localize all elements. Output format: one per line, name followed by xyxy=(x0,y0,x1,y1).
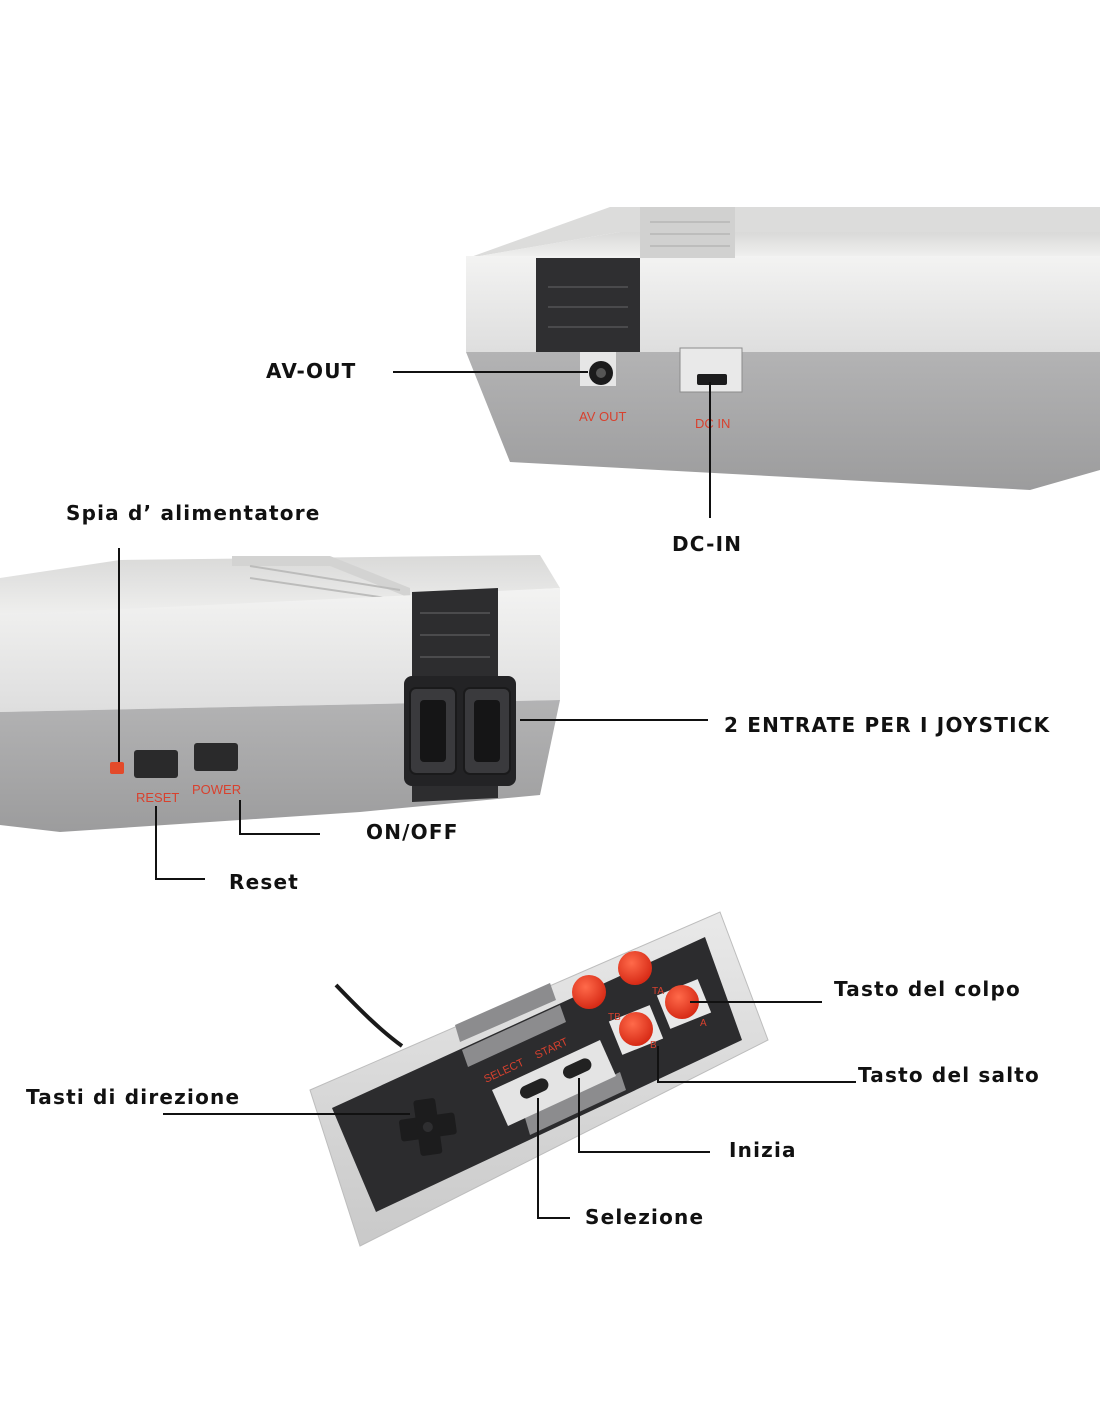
console-rear-dark-stripe xyxy=(536,258,640,352)
select-button xyxy=(520,1078,549,1099)
console-front-top xyxy=(0,555,560,620)
console-rear-grooves xyxy=(640,207,735,258)
print-turbo-b: TB xyxy=(608,1012,621,1023)
print-power: POWER xyxy=(192,782,241,797)
label-av-out: AV-OUT xyxy=(266,359,357,383)
d-pad-center xyxy=(422,1122,433,1133)
joystick-ports xyxy=(404,676,516,786)
console-front-view: RESET POWER xyxy=(0,555,560,832)
print-av-out: AV OUT xyxy=(579,409,626,424)
label-start: Inizia xyxy=(729,1138,797,1162)
controller-stripe xyxy=(455,983,556,1042)
label-reset: Reset xyxy=(229,870,299,894)
a-button xyxy=(665,985,699,1019)
groove-line xyxy=(249,577,401,601)
start-button xyxy=(563,1058,592,1079)
reset-button xyxy=(134,750,178,778)
label-on-off: ON/OFF xyxy=(366,820,459,844)
console-front-stripe-detail-3 xyxy=(420,656,490,658)
turbo-b-button xyxy=(572,975,606,1009)
console-rear-base xyxy=(466,352,1100,490)
av-out-jack-center xyxy=(596,368,606,378)
console-rear-top-panel xyxy=(468,232,1100,258)
controller: SELECT START TB TA B A xyxy=(309,911,769,1247)
label-select: Selezione xyxy=(585,1205,705,1229)
label-jump-button: Tasto del salto xyxy=(858,1063,1040,1087)
console-front-top-grooves xyxy=(232,556,410,598)
d-pad xyxy=(398,1098,457,1156)
power-led xyxy=(110,762,124,774)
print-a: A xyxy=(700,1018,707,1029)
console-front-stripe-detail xyxy=(420,612,490,614)
controller-stripe xyxy=(462,1005,566,1067)
controller-cable xyxy=(334,983,404,1048)
turbo-a-button xyxy=(618,951,652,985)
leader-on-off xyxy=(239,800,320,835)
console-rear-view: AV OUT DC IN xyxy=(466,207,1100,490)
b-button xyxy=(619,1012,653,1046)
print-b: B xyxy=(650,1040,657,1051)
print-turbo-a: TA xyxy=(652,986,664,997)
label-direction-keys: Tasti di direzione xyxy=(26,1085,241,1109)
label-dc-in: DC-IN xyxy=(672,532,743,556)
leader-reset xyxy=(155,806,205,880)
leader-select xyxy=(537,1098,570,1219)
print-dc-in: DC IN xyxy=(695,416,730,431)
label-fire-button: Tasto del colpo xyxy=(834,977,1021,1001)
leader-lines xyxy=(118,371,856,1219)
controller-stripe xyxy=(525,1072,626,1135)
console-rear-stripe-detail xyxy=(548,286,628,288)
joystick-port-2-socket xyxy=(474,700,500,762)
leader-jump-button xyxy=(657,1046,856,1083)
label-joystick-ports: 2 ENTRATE PER I JOYSTICK xyxy=(724,713,1051,737)
console-front-stripe-detail-2 xyxy=(420,634,490,636)
leader-start xyxy=(578,1078,710,1153)
print-reset: RESET xyxy=(136,790,179,805)
console-rear-stripe-detail-2 xyxy=(548,306,628,308)
label-power-light: Spia d’ alimentatore xyxy=(66,501,321,525)
groove-line xyxy=(249,565,401,591)
joystick-port-1-socket xyxy=(420,700,446,762)
dc-in-port xyxy=(697,374,727,385)
console-rear-top xyxy=(468,207,1100,258)
power-button xyxy=(194,743,238,771)
console-rear-stripe-detail-3 xyxy=(548,326,628,328)
